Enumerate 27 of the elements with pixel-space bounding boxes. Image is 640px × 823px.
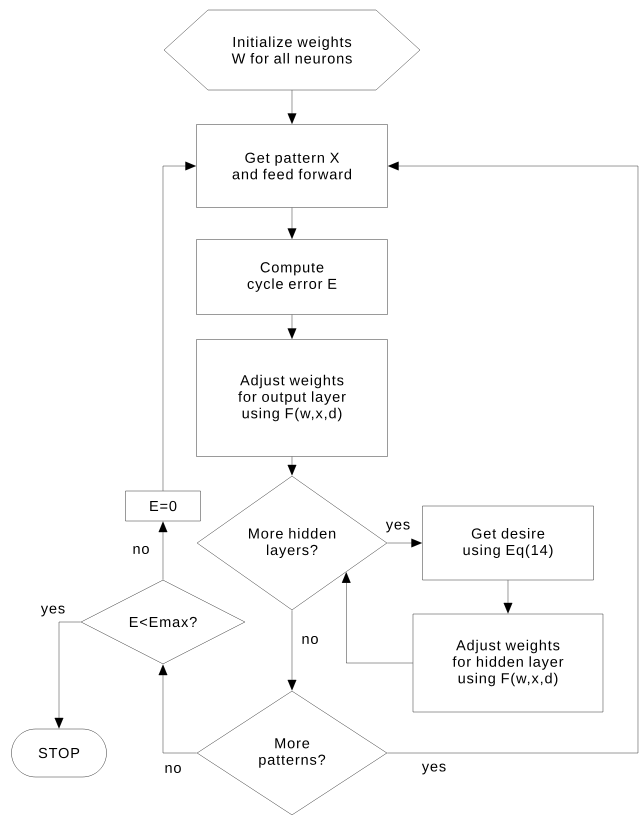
arrow: [158, 522, 168, 580]
edge-label: no: [302, 636, 318, 644]
arrow: [342, 572, 413, 664]
arrow: [162, 162, 196, 491]
process-box: Get pattern X and feed forward: [196, 124, 388, 208]
arrow: [288, 456, 296, 476]
start-hexagon: Initialize weights W for all neurons: [164, 10, 420, 90]
arrow: [54, 622, 81, 728]
arrow: [158, 664, 197, 754]
arrow: [288, 314, 296, 339]
process-box: Get desire using Eq(14): [422, 506, 594, 580]
process-box: Adjust weights for hidden layer using F(w,x,d): [412, 614, 604, 712]
arrow: [504, 580, 512, 614]
process-box: Adjust weights for output layer using F(w,x,d): [196, 339, 388, 457]
edge-label: yes: [40, 606, 65, 616]
arrow: [288, 610, 296, 690]
terminal-box: STOP: [11, 728, 107, 778]
edge-label: yes: [422, 764, 446, 774]
edge-label: yes: [386, 522, 410, 532]
edge-label: no: [133, 546, 149, 554]
arrow: [288, 208, 296, 239]
arrow: [387, 162, 638, 754]
edge-label: no: [165, 765, 181, 773]
process-box: E=0: [125, 490, 201, 522]
arrow: [387, 538, 422, 548]
process-box: Compute cycle error E: [196, 239, 388, 315]
arrow: [288, 90, 296, 124]
